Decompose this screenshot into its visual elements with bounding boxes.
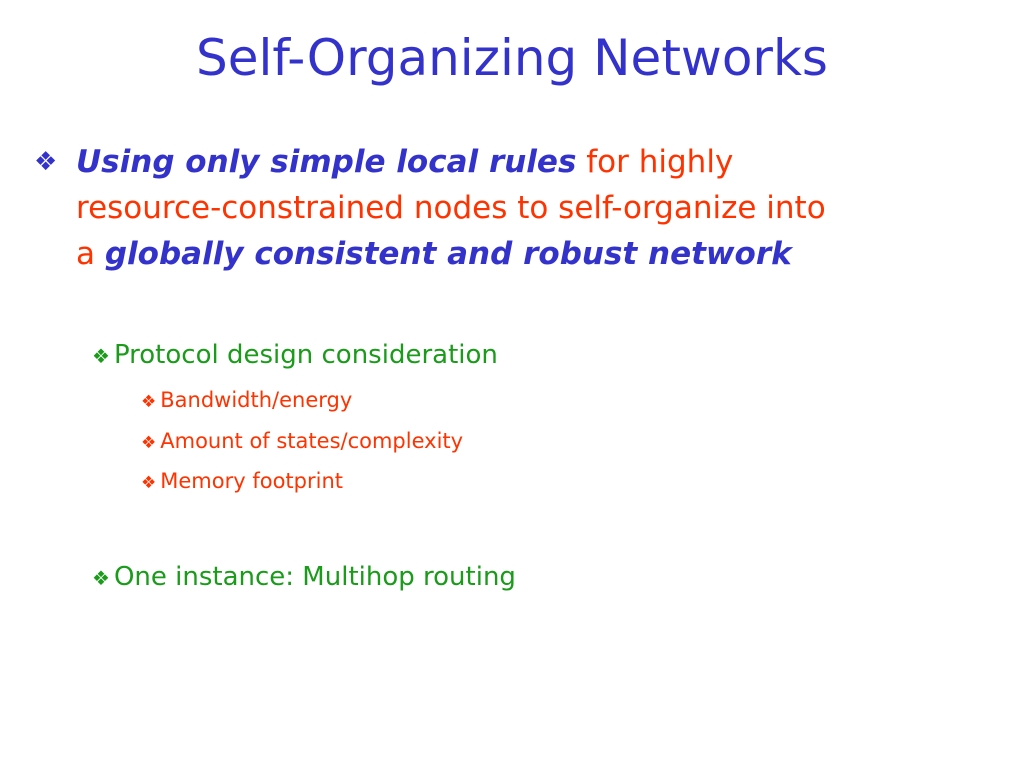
bullet-states-complexity: ❖Amount of states/complexity bbox=[141, 427, 463, 457]
diamond-bullet-icon: ❖ bbox=[141, 433, 157, 453]
bullet-multihop-routing: ❖One instance: Multihop routing bbox=[92, 560, 516, 595]
diamond-bullet-icon: ❖ bbox=[92, 566, 110, 590]
bullet-protocol-design: ❖Protocol design consideration bbox=[92, 338, 498, 373]
diamond-bullet-icon: ❖ bbox=[92, 344, 110, 368]
bullet-label: Bandwidth/energy bbox=[160, 388, 353, 412]
bullet-label: One instance: Multihop routing bbox=[113, 562, 516, 592]
main-bullet-text: for highly bbox=[576, 144, 734, 180]
emphasis-local-rules: Using only simple local rules bbox=[76, 144, 577, 180]
main-bullet-line-1: Using only simple local rules for highly bbox=[76, 139, 733, 185]
diamond-bullet-icon: ❖ bbox=[141, 392, 157, 412]
slide-title: Self-Organizing Networks bbox=[196, 29, 828, 87]
main-bullet-text: a bbox=[76, 236, 105, 272]
diamond-bullet-icon: ❖ bbox=[141, 473, 157, 493]
bullet-label: Protocol design consideration bbox=[113, 340, 498, 370]
diamond-bullet-icon: ❖ bbox=[34, 147, 58, 177]
bullet-memory-footprint: ❖Memory footprint bbox=[141, 467, 343, 497]
main-bullet-line-3: a globally consistent and robust network bbox=[76, 231, 792, 277]
emphasis-robust-network: globally consistent and robust network bbox=[104, 236, 792, 272]
bullet-bandwidth-energy: ❖Bandwidth/energy bbox=[141, 386, 352, 416]
bullet-label: Memory footprint bbox=[160, 469, 343, 493]
bullet-label: Amount of states/complexity bbox=[160, 429, 464, 453]
main-bullet-line-2: resource-constrained nodes to self-organ… bbox=[76, 190, 826, 226]
